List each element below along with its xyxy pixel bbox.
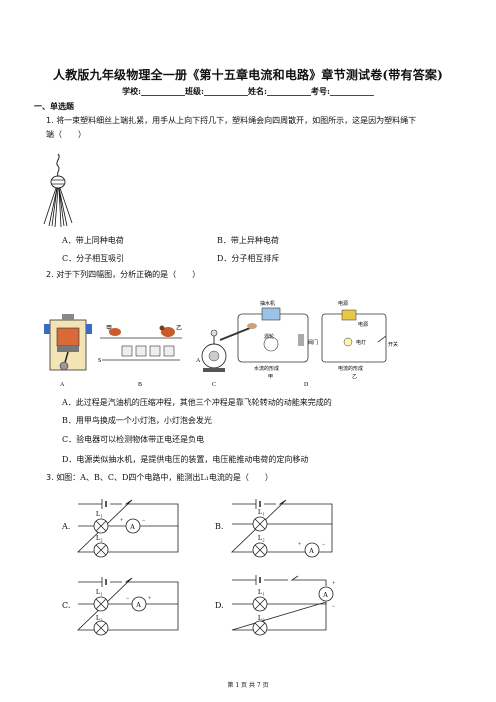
question-text: 将一束塑料细丝上端扎紧，用手从上向下捋几下，塑料绳会向四周散开，如图所示，这是因… [56,116,417,125]
circuit-a: A L₁ L₂ + − [77,499,179,558]
page-footer: 第 1 页 共 7 页 [227,682,269,689]
q2-option-b[interactable]: B．用甲鸟换成一个小灯泡，小灯泡会发光 [62,416,212,425]
question-1: 1. 将一束塑料细丝上端扎紧，用手从上向下捋几下，塑料绳会向四周散开，如图所示，… [46,114,466,142]
fig-c-label: C [212,382,216,388]
plus-sign: + [332,581,336,587]
turbine-label: 涡轮 [264,333,274,340]
q2-option-d[interactable]: D．电源类似抽水机，是提供电压的装置，电压能推动电荷的定向移动 [62,455,309,464]
section-heading: 一、单选题 [34,101,74,111]
l2-label: L₂ [258,614,265,622]
ammeter-symbol: A [136,601,141,609]
minus-sign: − [142,518,146,524]
fig-b-yi-label: 乙 [176,325,182,332]
q3-option-c[interactable]: C. [62,601,71,610]
minus-sign: − [126,596,130,602]
water-flow-figure [237,307,309,363]
q3-option-a[interactable]: A. [62,522,71,531]
birds-on-wire-figure [100,325,182,361]
l2-label: L₂ [258,534,265,542]
document-title: 人教版九年级物理全一册《第十五章电流和电路》章节测试卷(带有答案) [53,68,443,82]
water-flow-label: 水流的形成 [254,365,279,372]
pump-label: 抽水机 [260,300,275,307]
question-text: 如图：A、B、C、D四个电路中，能测出L₁电流的是（ ） [56,473,273,482]
engine-cylinder-figure [44,314,92,371]
current-flow-label: 电流的形成 [338,365,363,372]
switch-label: 开关 [388,341,398,348]
q2-option-a[interactable]: A．此过程是汽油机的压缩冲程，其他三个冲程是靠飞轮转动的动能来完成的 [62,398,332,407]
q1-option-a[interactable]: A．带上同种电荷 [62,236,124,245]
circuit-d: A L₁ L₂ + − [231,575,336,636]
fig-a-label: A [60,382,65,388]
lamp-label: 电灯 [356,339,366,346]
q1-option-b[interactable]: B．带上异种电荷 [217,236,279,245]
circuit-b: A L₁ L₂ + − [231,499,333,558]
electroscope-figure [201,323,257,372]
question-number: 3. [46,473,54,482]
l1-label: L₁ [96,588,103,596]
q3-option-b[interactable]: B. [215,522,224,531]
q2-figures: A 甲 乙 S B A C 抽水机 涡轮 阀门 水流的形成 甲 [44,300,398,388]
question-3: 3. 如图：A、B、C、D四个电路中，能测出L₁电流的是（ ） [46,471,466,485]
sub-jia-label: 甲 [268,374,273,380]
student-info-line: 学校:___________班级:___________姓名:_________… [122,86,374,96]
l2-label: L₂ [96,534,103,542]
circuit-flow-figure [321,309,387,363]
l1-label: L₁ [96,510,103,518]
fig-c-a-label: A [196,358,201,364]
l1-label: L₁ [258,588,265,596]
ammeter-symbol: A [130,523,135,531]
plus-sign: + [298,542,302,548]
l1-label: L₁ [258,508,265,516]
question-number: 2. [46,270,54,279]
circuit-c: A L₁ L₂ − + [77,577,179,636]
fig-d-label: D [304,382,309,388]
valve-label: 阀门 [308,339,318,346]
cell-label: 电源 [358,321,368,328]
fig-b-jia-label: 甲 [106,325,112,332]
minus-sign: − [332,604,336,610]
fig-b-label: B [138,382,142,388]
q2-option-c[interactable]: C．验电器可以检测物体带正电还是负电 [62,435,205,444]
q1-option-d[interactable]: D．分子相互排斥 [217,254,280,263]
ammeter-symbol: A [323,591,328,599]
source-label: 电源 [338,300,348,307]
question-text-cont: 端（ ） [46,130,86,139]
plus-sign: + [148,596,152,602]
ammeter-symbol: A [309,547,314,555]
plastic-strands-figure [43,153,73,228]
minus-sign: − [322,542,326,548]
sub-yi-label: 乙 [352,373,357,380]
l2-label: L₂ [96,614,103,622]
plus-sign: + [120,518,124,524]
question-number: 1. [46,116,54,125]
question-2: 2. 对于下列四幅图，分析正确的是（ ） [46,268,466,282]
question-text: 对于下列四幅图，分析正确的是（ ） [56,270,201,279]
q1-option-c[interactable]: C．分子相互吸引 [62,254,125,263]
fig-b-s-label: S [98,358,101,364]
q3-option-d[interactable]: D. [215,601,224,610]
